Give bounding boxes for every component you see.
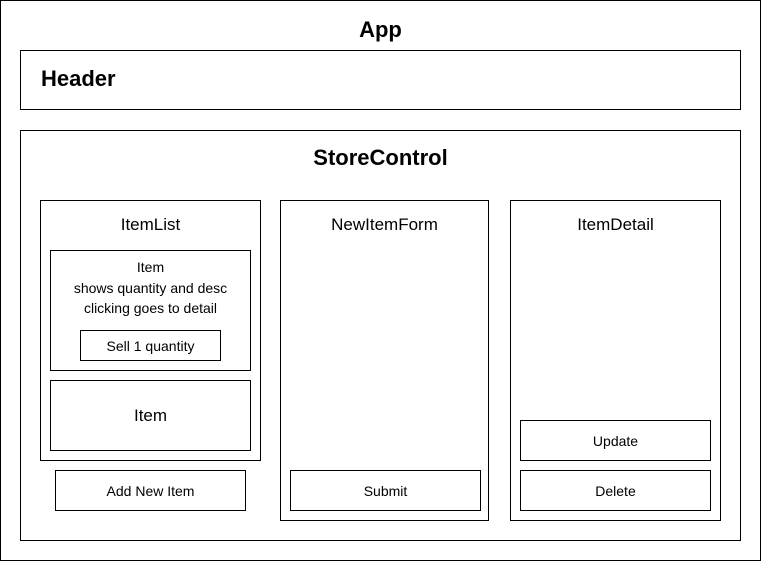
item-detailed-description: Item shows quantity and desc clicking go… bbox=[51, 257, 250, 319]
item-detail-component-box: ItemDetail bbox=[510, 200, 721, 521]
item-detailed-line-2: shows quantity and desc bbox=[73, 279, 228, 296]
item-simple-label: Item bbox=[133, 405, 168, 425]
new-item-form-component-label: NewItemForm bbox=[331, 215, 438, 234]
header-component-box: Header bbox=[20, 50, 741, 110]
update-button[interactable]: Update bbox=[520, 420, 711, 461]
submit-button-label: Submit bbox=[363, 482, 408, 499]
item-list-component-label: ItemList bbox=[120, 215, 181, 234]
item-simple-box: Item bbox=[50, 380, 251, 451]
item-detailed-line-1: Item bbox=[136, 259, 165, 275]
item-detailed-line-3: clicking goes to detail bbox=[83, 300, 218, 316]
store-control-component-label: StoreControl bbox=[313, 145, 448, 170]
new-item-form-component-box: NewItemForm bbox=[280, 200, 489, 521]
delete-button[interactable]: Delete bbox=[520, 470, 711, 511]
item-detail-component-label: ItemDetail bbox=[577, 215, 654, 234]
add-new-item-button-label: Add New Item bbox=[106, 482, 195, 499]
sell-quantity-button-label: Sell 1 quantity bbox=[106, 337, 195, 354]
header-component-label: Header bbox=[41, 66, 116, 91]
delete-button-label: Delete bbox=[595, 482, 636, 499]
update-button-label: Update bbox=[592, 432, 639, 449]
add-new-item-button[interactable]: Add New Item bbox=[55, 470, 246, 511]
app-component-label: App bbox=[359, 17, 402, 42]
sell-quantity-button[interactable]: Sell 1 quantity bbox=[80, 330, 221, 361]
submit-button[interactable]: Submit bbox=[290, 470, 481, 511]
